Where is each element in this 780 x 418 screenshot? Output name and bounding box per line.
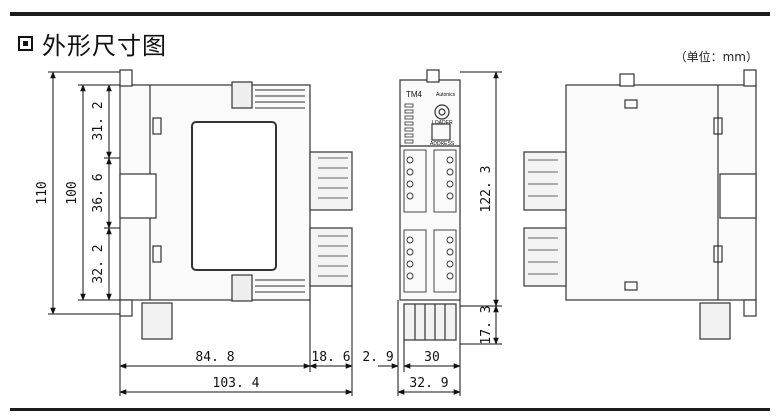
- front-top-tab: [426, 69, 440, 83]
- page-title-text: 外形尺寸图: [42, 32, 167, 60]
- dim-terminal-height: 17. 3: [479, 305, 494, 344]
- page-title: 外形尺寸图: [18, 26, 167, 61]
- back-terminal: [699, 302, 731, 340]
- front-model-label: TM4: [406, 90, 423, 99]
- dim-front-offset: 2. 9: [362, 350, 393, 365]
- side-clip-bottom: [231, 274, 253, 302]
- side-connector-top: [309, 151, 353, 211]
- front-view: [399, 69, 461, 341]
- back-view: [523, 69, 757, 340]
- side-terminal: [141, 302, 173, 340]
- side-vents-bottom: [255, 279, 305, 293]
- unit-note: （单位：mm）: [674, 50, 758, 64]
- side-slot-1: [152, 117, 162, 135]
- top-rule: [10, 12, 770, 16]
- side-bottom-rail: [119, 299, 133, 317]
- side-top-rail: [119, 69, 133, 87]
- side-dimensions: [48, 71, 353, 396]
- dim-height-total: 110: [35, 181, 50, 204]
- side-vents-top: [255, 89, 305, 109]
- dim-seg-mid: 36. 6: [91, 173, 106, 212]
- dim-seg-bot: 32. 2: [91, 244, 106, 283]
- front-dimensions: [378, 71, 502, 396]
- front-brand-label: Autonics: [436, 92, 456, 98]
- dim-depth-total: 103. 4: [213, 376, 260, 391]
- dim-depth-connector: 18. 6: [311, 350, 350, 365]
- front-leds: [404, 103, 414, 144]
- back-slot-1: [624, 99, 638, 109]
- dim-front-width-total: 32. 9: [409, 376, 448, 391]
- side-connector-bottom: [309, 227, 353, 287]
- back-connector-bottom: [523, 227, 567, 287]
- front-loader-port: [434, 104, 450, 120]
- front-address-label: ADDRESS: [430, 141, 455, 147]
- dim-height-body: 100: [65, 181, 80, 204]
- back-slot-2: [624, 281, 638, 291]
- back-connector-top: [523, 151, 567, 211]
- front-body: [399, 79, 461, 301]
- front-loader-label: LOADER: [432, 120, 453, 126]
- dim-depth-body: 84. 8: [195, 350, 234, 365]
- dim-seg-top: 31. 2: [91, 101, 106, 140]
- front-address-switch: [431, 123, 451, 141]
- side-notch: [119, 173, 157, 219]
- bottom-rule: [10, 408, 770, 411]
- square-bullet-icon: [18, 36, 33, 51]
- back-notch: [719, 173, 757, 219]
- back-top-tab: [619, 73, 635, 87]
- dim-front-height: 122. 3: [479, 166, 494, 213]
- side-view: [119, 69, 353, 340]
- dim-front-width: 30: [424, 350, 440, 365]
- side-clip-top: [231, 81, 253, 109]
- side-window: [191, 121, 277, 271]
- front-bottom-connector: [403, 303, 457, 341]
- side-slot-2: [152, 245, 162, 263]
- front-terminals-top: [403, 149, 457, 213]
- front-terminals-bottom: [403, 229, 457, 293]
